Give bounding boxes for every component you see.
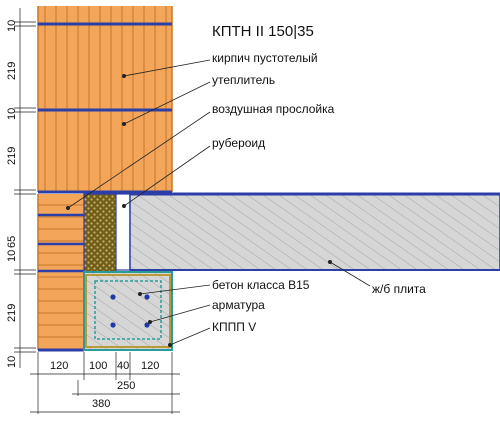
dim-v-3: 10: [6, 108, 18, 120]
label-kppp: КППП V: [212, 320, 256, 334]
concrete-slab: [129, 193, 500, 271]
brick-upper: [38, 6, 172, 192]
dim-v-2: 219: [6, 62, 18, 80]
rebar-bar: [144, 322, 150, 328]
label-slab: ж/б плита: [372, 282, 426, 296]
dim-h-380: 380: [92, 398, 110, 410]
dim-v-1: 10: [6, 20, 18, 32]
rebar-bar: [110, 322, 116, 328]
rebar-bar: [144, 294, 150, 300]
label-rebar: арматура: [212, 298, 265, 312]
label-insulation: утеплитель: [212, 73, 275, 87]
stirrup: [94, 280, 162, 340]
label-air-gap: воздушная прослойка: [212, 102, 335, 116]
dim-h-100: 100: [89, 360, 107, 372]
dim-h-120b: 120: [141, 360, 159, 372]
label-concrete: бетон класса B15: [212, 278, 310, 292]
label-brick: кирпич пустотелый: [212, 51, 318, 65]
beam-concrete: [83, 271, 173, 351]
title-kptn: КПТН II 150|35: [212, 23, 314, 40]
upper-wall: [37, 6, 173, 194]
dim-v-5: 10: [6, 250, 18, 262]
horizontal-dimensions: 120 100 40 120 250 380: [30, 352, 180, 414]
dim-v-4: 219: [6, 147, 18, 165]
dim-h-40: 40: [117, 360, 129, 372]
vertical-dimensions: 10 219 10 219 10 65 219 10: [6, 8, 36, 368]
dim-h-250: 250: [117, 380, 135, 392]
insulation-layer: [83, 193, 117, 273]
lower-outer-brick: [37, 194, 85, 352]
beam-formwork: [85, 274, 171, 348]
dim-v-7: 219: [6, 304, 18, 322]
dim-v-6: 65: [6, 236, 18, 248]
rebar-bar: [110, 294, 116, 300]
dim-v-8: 10: [6, 356, 18, 368]
reinforced-beam: [83, 271, 173, 351]
dim-h-120a: 120: [50, 360, 68, 372]
label-roofing: рубероид: [212, 136, 265, 150]
leader-lines: [66, 59, 371, 347]
